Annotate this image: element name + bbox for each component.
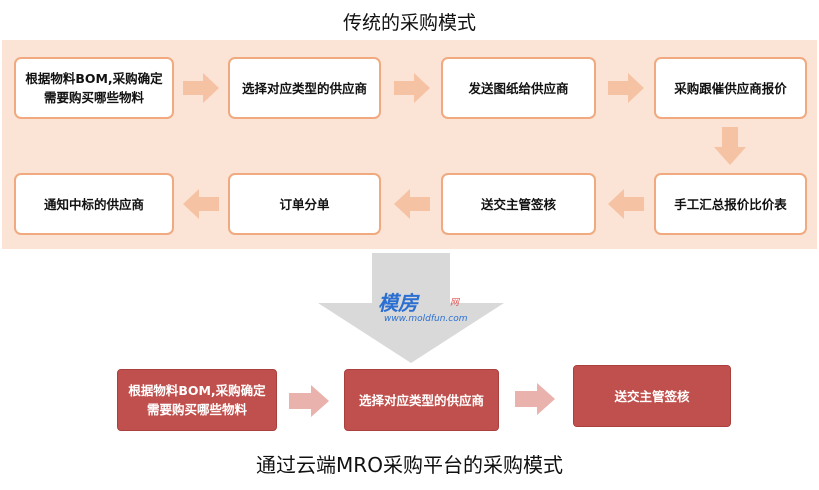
arrow-right-icon [515, 383, 555, 415]
traditional-step-1: 根据物料BOM,采购确定需要购买哪些物料 [14, 57, 174, 119]
transition-arrow-icon [318, 253, 504, 363]
traditional-step-7: 订单分单 [228, 173, 381, 235]
traditional-step-4: 采购跟催供应商报价 [654, 57, 807, 119]
diagram-title-platform: 通过云端MRO采购平台的采购模式 [256, 453, 563, 477]
logo-mark: 网 [450, 298, 460, 308]
arrow-right-icon [608, 73, 644, 103]
traditional-step-6: 送交主管签核 [441, 173, 596, 235]
arrow-down-icon [714, 127, 746, 165]
arrow-left-icon [608, 189, 644, 219]
platform-step-1: 根据物料BOM,采购确定需要购买哪些物料 [117, 369, 277, 431]
traditional-step-5: 手工汇总报价比价表 [654, 173, 807, 235]
arrow-right-icon [183, 73, 219, 103]
traditional-step-2: 选择对应类型的供应商 [228, 57, 381, 119]
arrow-left-icon [394, 189, 430, 219]
platform-step-3: 送交主管签核 [573, 365, 731, 427]
arrow-left-icon [183, 189, 219, 219]
arrow-right-icon [394, 73, 430, 103]
logo-url: www.moldfun.com [384, 314, 468, 324]
platform-step-2: 选择对应类型的供应商 [344, 369, 499, 431]
diagram-title-traditional: 传统的采购模式 [342, 12, 476, 34]
traditional-step-3: 发送图纸给供应商 [441, 57, 596, 119]
arrow-right-icon [289, 385, 329, 417]
logo-text: 模房 [378, 291, 418, 315]
traditional-step-8: 通知中标的供应商 [14, 173, 174, 235]
moldfun-logo: 模房 网 www.moldfun.com [378, 287, 474, 329]
